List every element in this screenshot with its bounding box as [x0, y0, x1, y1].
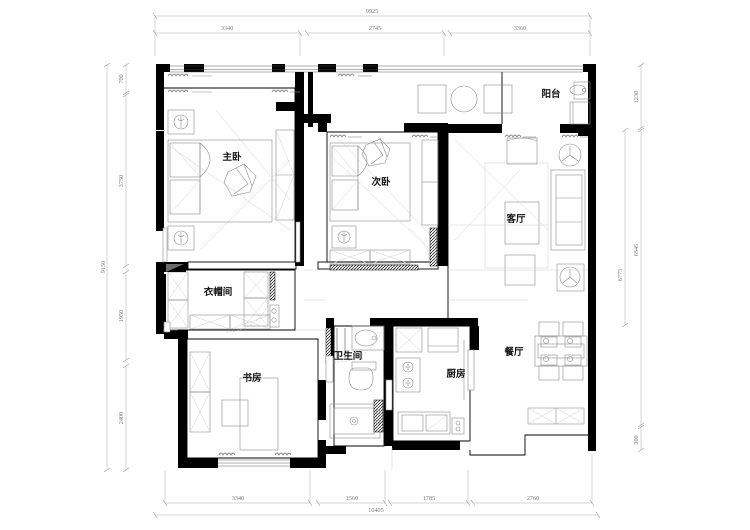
- dimension-left-overall: 9150: [100, 62, 111, 473]
- room-label-kitchen: 厨房: [446, 368, 465, 380]
- kitchen-fixtures: [395, 327, 465, 435]
- balcony-furniture: [417, 81, 591, 125]
- dim-bottom-overall-label: 10405: [368, 507, 383, 514]
- dim-left-seg-2: 3750: [118, 175, 125, 187]
- room-label-second-bedroom: 次卧: [371, 176, 391, 188]
- room-label-master-bedroom: 主卧: [222, 151, 242, 163]
- dimension-top-segments: 3340 2745 3360: [152, 25, 593, 56]
- second-bedroom-door-hatch: [329, 227, 438, 271]
- living-room-furniture: [448, 137, 586, 292]
- dim-top-seg-3: 3360: [514, 25, 526, 32]
- dim-top-seg-2: 2745: [369, 25, 381, 32]
- dim-right-seg-1: 1230: [633, 91, 640, 103]
- dim-bottom-seg-4: 2760: [527, 495, 539, 502]
- dining-room-furniture: [527, 321, 588, 425]
- dim-right-seg-2: 6545: [633, 244, 640, 256]
- dim-top-overall-label: 9925: [366, 8, 378, 15]
- room-label-bathroom: 卫生间: [334, 350, 363, 362]
- room-labels: 主卧 次卧 阳台 客厅 餐厅 衣帽间 书房 卫生间 厨房: [204, 88, 561, 384]
- master-bedroom-furniture: [167, 109, 295, 251]
- dimension-bottom-segments: 3340 1560 1785 2760: [162, 455, 595, 507]
- study-window-glazing: [218, 459, 290, 467]
- dim-right-seg-3: 300: [633, 435, 640, 444]
- walk-in-closet-furniture: [167, 271, 280, 333]
- dim-left-overall-label: 9150: [100, 261, 107, 273]
- bathroom-fixtures: [325, 325, 385, 439]
- dim-left-seg-1: 700: [118, 74, 125, 83]
- entry-door: [164, 262, 186, 272]
- room-label-walk-in-closet: 衣帽间: [204, 286, 233, 298]
- dim-left-seg-3: 1950: [118, 310, 125, 322]
- exterior-walls: [156, 64, 596, 468]
- dim-right-inner-label: 6775: [617, 269, 624, 281]
- study-furniture: [189, 351, 279, 451]
- room-label-study: 书房: [242, 372, 261, 384]
- dimension-right-inner: 6775: [617, 127, 629, 328]
- dim-bottom-seg-3: 1785: [423, 495, 435, 502]
- dim-top-seg-1: 3340: [221, 25, 233, 32]
- dimension-top-overall: 9925: [152, 8, 593, 56]
- window-coil-symbols: [167, 73, 588, 456]
- room-label-living-room: 客厅: [505, 213, 526, 225]
- plan-geometry: [155, 64, 596, 470]
- dimension-right-outer: 1230 6545 300: [633, 62, 645, 453]
- dimension-left-segments: 700 3750 1950 2400: [118, 62, 130, 473]
- room-label-balcony: 阳台: [541, 88, 561, 100]
- dim-bottom-seg-1: 3340: [232, 495, 244, 502]
- second-bedroom-furniture: [329, 137, 439, 265]
- dim-bottom-seg-2: 1560: [346, 495, 358, 502]
- room-label-dining-room: 餐厅: [503, 346, 524, 358]
- dim-left-seg-4: 2400: [118, 412, 125, 424]
- top-window-glazing: [170, 65, 583, 73]
- dimension-bottom-overall: 10405: [152, 507, 601, 519]
